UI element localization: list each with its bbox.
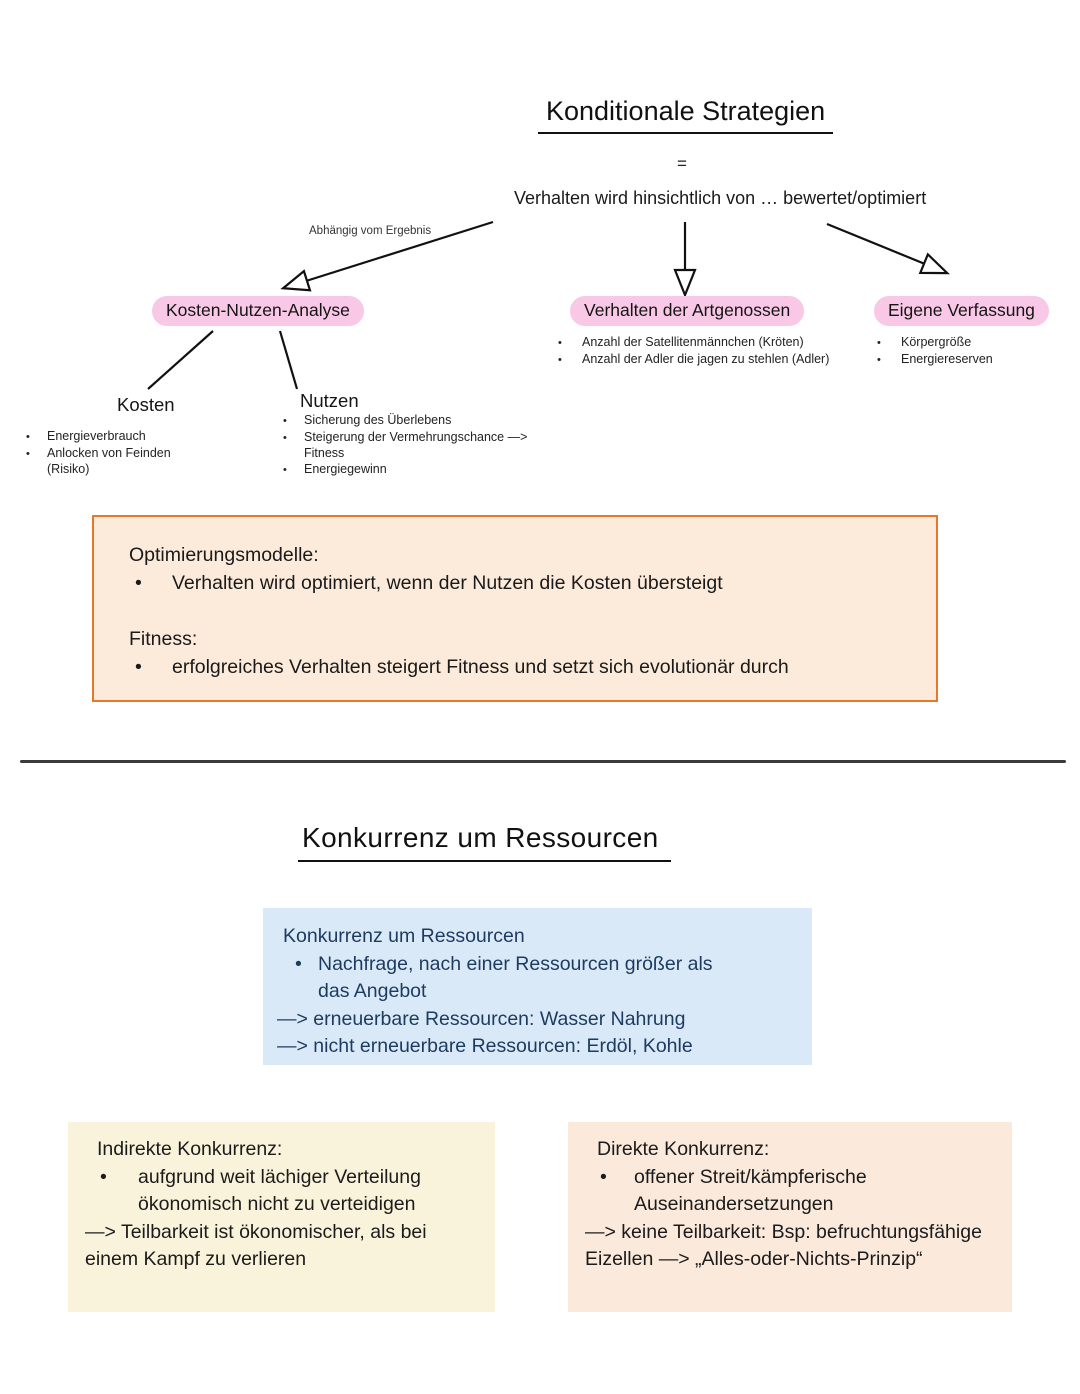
bullet-dot-icon [283,429,304,461]
list-item-text: Anlocken von Feinden (Risiko) [47,446,171,476]
optimierungsmodelle-box: Optimierungsmodelle: Verhalten wird opti… [92,515,938,702]
node-eigene-verfassung: Eigene Verfassung [874,296,1049,326]
konkurrenz-definition-box: Konkurrenz um Ressourcen Nachfrage, nach… [263,908,812,1065]
list-item-text: Anzahl der Adler die jagen zu stehlen (A… [582,352,830,366]
list-item: Energieverbrauch [26,428,182,445]
equals-sign: = [677,154,687,173]
arrow-line: —> keine Teilbarkeit: Bsp: befruchtungsf… [585,1220,982,1271]
bullet-dot-icon [283,461,304,478]
node-verhalten-artgenossen: Verhalten der Artgenossen [570,296,805,326]
box-heading: Direkte Konkurrenz: [597,1138,770,1160]
arrow-line: —> erneuerbare Ressourcen: Wasser Nahrun… [277,1007,686,1030]
box-heading: Optimierungsmodelle: [129,544,319,566]
list-item: Anzahl der Adler die jagen zu stehlen (A… [558,351,829,368]
list-item-text: Energiereserven [901,352,993,366]
section2-title: Konkurrenz um Ressourcen [298,822,671,862]
box-heading: Indirekte Konkurrenz: [97,1138,283,1160]
list-item-text: Energiegewinn [304,462,387,476]
bullet-dot-icon [558,351,582,368]
list-item-text: offener Streit/kämpferische Auseinanders… [634,1165,867,1216]
line-to-kosten [147,330,214,390]
arrow-label: Abhängig vom Ergebnis [309,225,432,237]
list-item: offener Streit/kämpferische Auseinanders… [600,1164,1012,1219]
list-item-text: Anzahl der Satellitenmännchen (Kröten) [582,335,804,349]
bullet-dot-icon [129,570,172,598]
definition-text: Verhalten wird hinsichtlich von … bewert… [514,188,927,208]
list-item: erfolgreiches Verhalten steigert Fitness… [129,654,916,682]
box-heading: Konkurrenz um Ressourcen [283,925,525,947]
indirekte-konkurrenz-box: Indirekte Konkurrenz: aufgrund weit läch… [68,1122,495,1312]
bullet-dot-icon [100,1164,138,1219]
list-item: Verhalten wird optimiert, wenn der Nutze… [129,570,916,598]
bullet-dot-icon [283,412,304,429]
list-item-text: erfolgreiches Verhalten steigert Fitness… [172,655,789,678]
bullet-dot-icon [558,334,582,351]
list-item: Nachfrage, nach einer Ressourcen größer … [295,951,812,1006]
list-item: aufgrund weit lächiger Verteilung ökonom… [100,1164,495,1219]
section-divider [20,760,1066,763]
kosten-label: Kosten [117,394,175,415]
list-item-text: Nachfrage, nach einer Ressourcen größer … [318,952,713,1003]
list-item: Anlocken von Feinden (Risiko) [26,445,182,477]
box-heading: Fitness: [129,628,198,650]
node-kosten-nutzen-analyse: Kosten-Nutzen-Analyse [152,296,364,326]
bullet-dot-icon [26,428,47,445]
section1-title: Konditionale Strategien [538,96,834,134]
list-item-text: Energieverbrauch [47,429,146,443]
nutzen-label: Nutzen [300,390,359,411]
arrow-line: —> Teilbarkeit ist ökonomischer, als bei… [85,1220,427,1271]
arrow-to-eigene-verfassung [826,222,950,275]
nutzen-bullet-list: Sicherung des Überlebens Steigerung der … [283,412,540,478]
list-item: Energiereserven [877,351,993,368]
line-to-nutzen [278,330,299,390]
list-item-text: Sicherung des Überlebens [304,413,452,427]
artgenossen-bullet-list: Anzahl der Satellitenmännchen (Kröten) A… [558,334,829,368]
list-item: Körpergröße [877,334,993,351]
list-item: Sicherung des Überlebens [283,412,540,429]
direkte-konkurrenz-box: Direkte Konkurrenz: offener Streit/kämpf… [568,1122,1012,1312]
list-item: Energiegewinn [283,461,540,478]
list-item-text: Verhalten wird optimiert, wenn der Nutze… [172,571,723,594]
bullet-dot-icon [600,1164,634,1219]
bullet-dot-icon [129,654,172,682]
bullet-dot-icon [26,445,47,477]
list-item-text: Steigerung der Vermehrungschance —> Fitn… [304,430,528,460]
list-item: Anzahl der Satellitenmännchen (Kröten) [558,334,829,351]
kosten-bullet-list: Energieverbrauch Anlocken von Feinden (R… [26,428,182,477]
arrow-line: —> nicht erneuerbare Ressourcen: Erdöl, … [277,1035,693,1057]
list-item-text: Körpergröße [901,335,972,349]
bullet-dot-icon [295,951,318,1006]
bullet-dot-icon [877,334,901,351]
verfassung-bullet-list: Körpergröße Energiereserven [877,334,993,368]
list-item-text: aufgrund weit lächiger Verteilung ökonom… [138,1165,421,1216]
bullet-dot-icon [877,351,901,368]
list-item: Steigerung der Vermehrungschance —> Fitn… [283,429,540,461]
